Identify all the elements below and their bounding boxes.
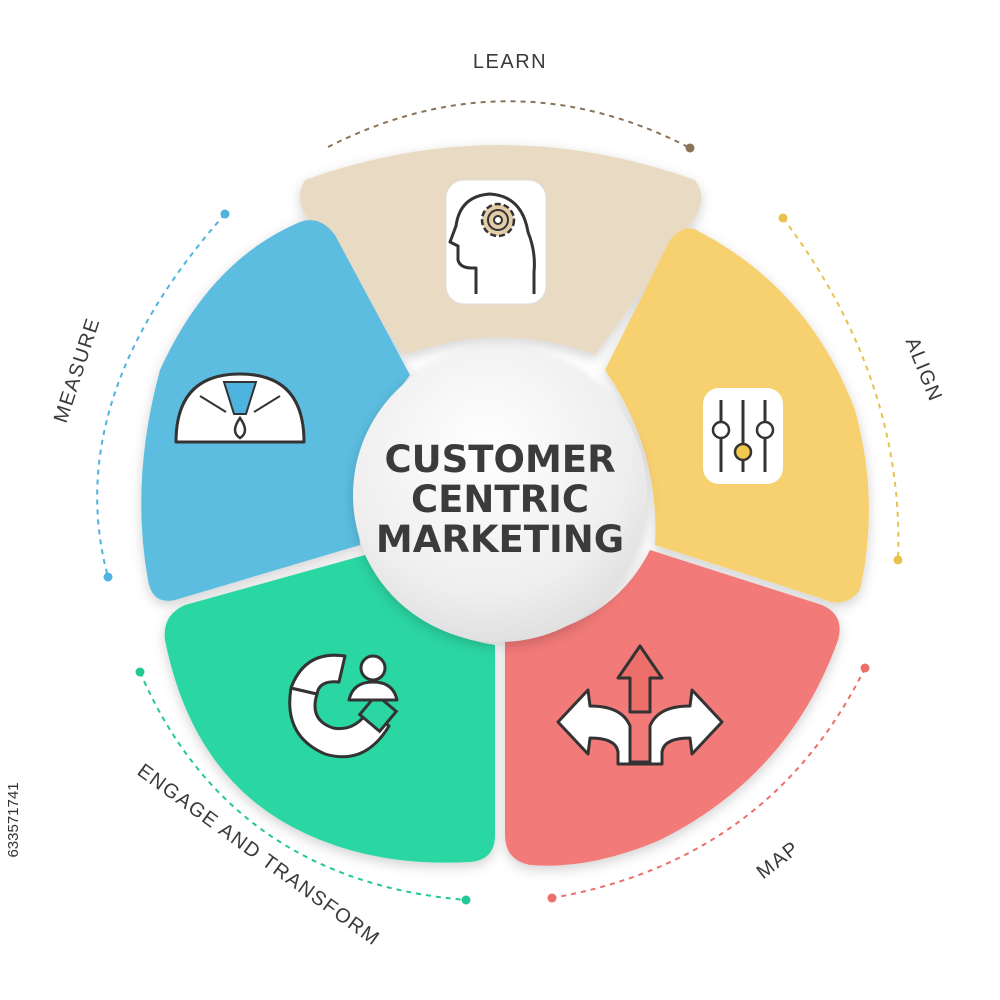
label-measure: MEASURE bbox=[50, 315, 105, 426]
split-arrows-icon bbox=[556, 644, 724, 766]
arc-measure-dot-bottom bbox=[103, 572, 113, 582]
arc-align bbox=[782, 217, 900, 561]
arc-align-dot-bottom bbox=[893, 555, 903, 565]
arc-map-dot-top bbox=[860, 663, 870, 673]
head-gear-icon bbox=[445, 179, 547, 305]
gauge-icon bbox=[174, 372, 306, 444]
segments bbox=[141, 145, 869, 866]
center-title-line-1: CUSTOMER bbox=[384, 438, 615, 481]
arc-measure bbox=[96, 213, 226, 578]
center-title-line-3: MARKETING bbox=[376, 518, 624, 561]
arc-engage-dot-bottom bbox=[461, 895, 471, 905]
magnet-person-icon bbox=[288, 653, 399, 759]
outer-arcs bbox=[96, 100, 903, 905]
arc-measure-dot-top bbox=[220, 209, 230, 219]
arc-map bbox=[551, 667, 866, 899]
label-align: ALIGN bbox=[901, 334, 947, 405]
arc-engage-dot-top bbox=[135, 667, 145, 677]
arc-align-dot-top bbox=[778, 213, 788, 223]
stock-id: 633571741 bbox=[5, 782, 22, 857]
center-hub: CUSTOMER CENTRIC MARKETING bbox=[353, 348, 647, 642]
sliders-icon bbox=[703, 388, 783, 484]
arc-learn bbox=[327, 100, 691, 149]
arc-learn-dot bbox=[685, 143, 695, 153]
center-title-line-2: CENTRIC bbox=[411, 478, 589, 521]
center-circle bbox=[353, 348, 647, 642]
segment-engage bbox=[164, 555, 495, 863]
label-learn: LEARN bbox=[473, 51, 547, 73]
arc-map-dot-bottom bbox=[547, 893, 557, 903]
label-map: MAP bbox=[753, 837, 804, 884]
